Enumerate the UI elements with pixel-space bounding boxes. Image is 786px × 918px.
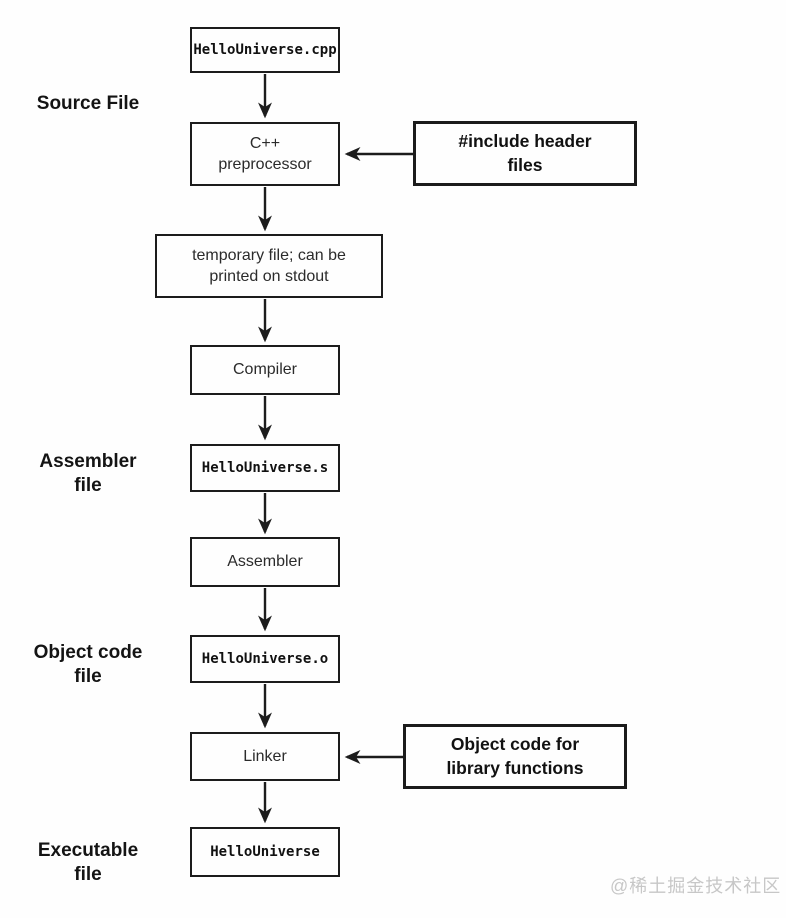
node-temp-file: temporary file; can be printed on stdout (155, 234, 383, 298)
label-source-file: Source File (36, 93, 140, 114)
node-assembler: Assembler (190, 537, 340, 587)
annotation-library-objects: Object code for library functions (403, 724, 627, 789)
node-object-file: HelloUniverse.o (190, 635, 340, 683)
watermark: @稀土掘金技术社区 (610, 876, 782, 896)
node-executable: HelloUniverse (190, 827, 340, 877)
node-source-file: HelloUniverse.cpp (190, 27, 340, 73)
annotation-include-headers: #include header files (413, 121, 637, 186)
label-assembler-file: Assembler file (39, 451, 137, 496)
node-preprocessor: C++ preprocessor (190, 122, 340, 186)
node-linker: Linker (190, 732, 340, 781)
label-object-code-file: Object code file (33, 642, 143, 687)
label-executable-file: Executable file (37, 840, 139, 885)
node-compiler: Compiler (190, 345, 340, 395)
node-assembler-file: HelloUniverse.s (190, 444, 340, 492)
